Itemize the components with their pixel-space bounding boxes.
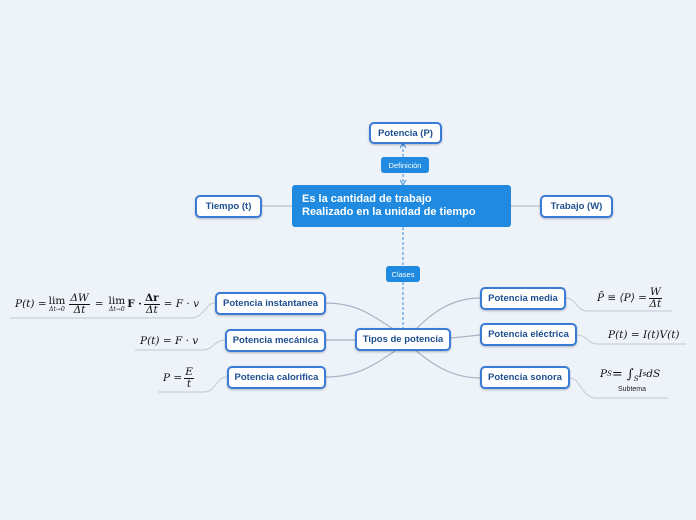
frac-dw-den: Δt (73, 303, 86, 316)
frac-w-num: W (648, 285, 662, 299)
frac-w-den: Δt (649, 297, 662, 310)
formula-instantanea-lhs: P(t) = (15, 298, 47, 310)
formula-sonora-p-sub: S (607, 370, 612, 378)
connector-electrica (450, 334, 481, 339)
formula-media: P̄ ≡ ⟨P⟩ = W Δt (597, 284, 664, 312)
frac-e-den: t (186, 377, 192, 390)
leader-sonora (569, 377, 668, 399)
lim-sub: Δt→0 (49, 306, 65, 313)
formula-sonora-i: I (638, 368, 643, 380)
formula-instantanea-lim2: lim Δt→0 (109, 295, 126, 313)
lim-word-2: lim (108, 295, 126, 307)
frac-dw-dt: ΔW Δt (69, 291, 90, 316)
formula-sonora: P S = ∫ S I s dS (600, 362, 660, 386)
node-tiempo[interactable]: Tiempo (t) (195, 195, 262, 218)
formula-instantanea: P(t) = lim Δt→0 ΔW Δt = lim Δt→0 F · Δr … (15, 290, 199, 318)
lim-word: lim (48, 295, 66, 307)
formula-sonora-integral: = ∫ (611, 366, 634, 382)
central-line-1: Es la cantidad de trabajo (302, 193, 432, 205)
formula-sonora-tail: dS (646, 368, 661, 380)
central-topic[interactable]: Es la cantidad de trabajo Realizado en l… (292, 185, 511, 227)
formula-sonora-p: P (600, 368, 608, 380)
formula-mecanica: P(t) = F · v (140, 333, 198, 349)
node-potencia-instantanea[interactable]: Potencia instantanea (215, 292, 326, 315)
node-potencia-media[interactable]: Potencia media (480, 287, 566, 310)
frac-e-num: E (184, 365, 194, 379)
node-tipos-de-potencia[interactable]: Tipos de potencia (355, 328, 451, 351)
leader-instantanea (10, 302, 216, 319)
connector-sonora (414, 349, 481, 379)
formula-instantanea-eq: = (94, 298, 104, 310)
formula-calorifica-lhs: P = (163, 372, 183, 384)
connector-media (414, 297, 481, 331)
formula-sonora-int-sub: S (633, 375, 639, 383)
central-line-2: Realizado en la unidad de tiempo (302, 206, 476, 218)
leader-mecanica (135, 339, 226, 351)
frac-dr-num: Δr (143, 291, 160, 305)
node-potencia-sonora[interactable]: Potencia sonora (480, 366, 570, 389)
frac-e-t: E t (184, 365, 194, 390)
connector-calorifica (325, 350, 396, 378)
formula-mecanica-text: P(t) = F · v (140, 335, 199, 347)
formula-electrica-text: P(t) = I(t)V(t) (608, 329, 680, 341)
formula-media-lhs: P̄ ≡ ⟨P⟩ = (597, 292, 647, 304)
frac-dr-dt: Δr Δt (143, 291, 160, 316)
leader-media (565, 297, 672, 312)
formula-electrica: P(t) = I(t)V(t) (608, 327, 680, 343)
formula-instantanea-f: F · (127, 298, 142, 310)
node-potencia-mecanica[interactable]: Potencia mecánica (225, 329, 326, 352)
formula-instantanea-lim1: lim Δt→0 (49, 295, 66, 313)
label-definicion[interactable]: Definición (381, 157, 429, 173)
connector-instantanea (324, 302, 396, 331)
subtopic-label[interactable]: Subtema (618, 386, 647, 393)
leader-calorifica (158, 376, 228, 393)
formula-calorifica: P = E t (163, 364, 196, 392)
lim-sub-2: Δt→0 (109, 306, 125, 313)
frac-dr-den: Δt (145, 303, 158, 316)
node-potencia-electrica[interactable]: Potencia eléctrica (480, 323, 577, 346)
formula-instantanea-rhs: = F · v (163, 298, 200, 310)
label-clases[interactable]: Clases (386, 266, 420, 282)
node-potencia-calorifica[interactable]: Potencia calorifica (227, 366, 326, 389)
frac-dw-num: ΔW (69, 291, 90, 305)
formula-sonora-i-sub: s (642, 370, 647, 378)
node-trabajo[interactable]: Trabajo (W) (540, 195, 613, 218)
leader-electrica (576, 334, 686, 345)
frac-w-dt: W Δt (648, 285, 662, 310)
node-potencia-p[interactable]: Potencia (P) (369, 122, 442, 144)
